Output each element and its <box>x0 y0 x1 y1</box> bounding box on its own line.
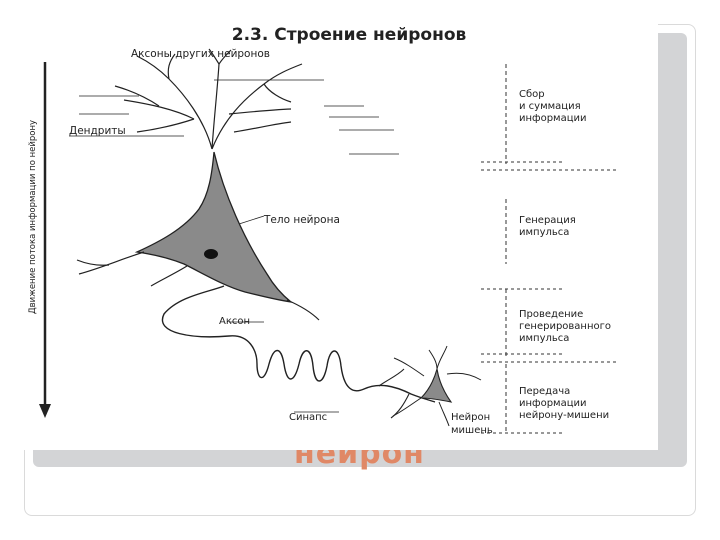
neuron-nucleus <box>204 249 218 259</box>
stage-line: информации <box>519 113 587 124</box>
target-neuron-dendrites <box>392 345 482 427</box>
vertical-flow-label: Движение потока информации по нейрону <box>28 120 38 314</box>
target-neuron-soma <box>419 368 453 403</box>
diagram-title: 2.3. Строение нейронов <box>232 25 467 45</box>
dendrite-tree <box>114 48 303 150</box>
stage-line: Сбор <box>519 89 545 100</box>
stage-line: Передача <box>519 386 570 397</box>
lower-dendrites <box>76 251 320 321</box>
stage-line: импульса <box>519 227 569 238</box>
stage-line: Проведение <box>519 309 583 320</box>
stage-collection: Сбор и суммация информации <box>519 89 587 124</box>
synapse-branch <box>378 368 410 419</box>
neuron-diagram: 2.3. Строение нейронов Движение потока и… <box>19 24 658 450</box>
stage-line: информации <box>519 398 587 409</box>
stage-line: генерированного <box>519 321 611 332</box>
neuron-soma <box>134 151 294 303</box>
label-axons-of-other-neurons: Аксоны других нейронов <box>131 48 270 60</box>
stage-line: нейрону-мишени <box>519 410 609 421</box>
flow-arrow <box>39 62 51 418</box>
axon-path <box>161 285 436 403</box>
label-target-neuron-1: Нейрон <box>451 412 490 423</box>
label-target-neuron-2: мишень <box>451 425 493 436</box>
label-cell-body: Тело нейрона <box>263 214 340 226</box>
stage-transmission: Передача информации нейрону-мишени <box>519 386 609 421</box>
stage-brackets <box>481 64 619 434</box>
stage-line: Генерация <box>519 215 576 226</box>
stage-line: импульса <box>519 333 569 344</box>
label-axon: Аксон <box>219 316 250 327</box>
stage-conduction: Проведение генерированного импульса <box>519 309 611 344</box>
stage-line: и суммация <box>519 101 581 112</box>
label-dendrites: Дендриты <box>69 125 126 137</box>
label-lines <box>69 79 399 413</box>
stage-generation: Генерация импульса <box>519 215 576 238</box>
label-synapse: Синапс <box>289 412 327 423</box>
